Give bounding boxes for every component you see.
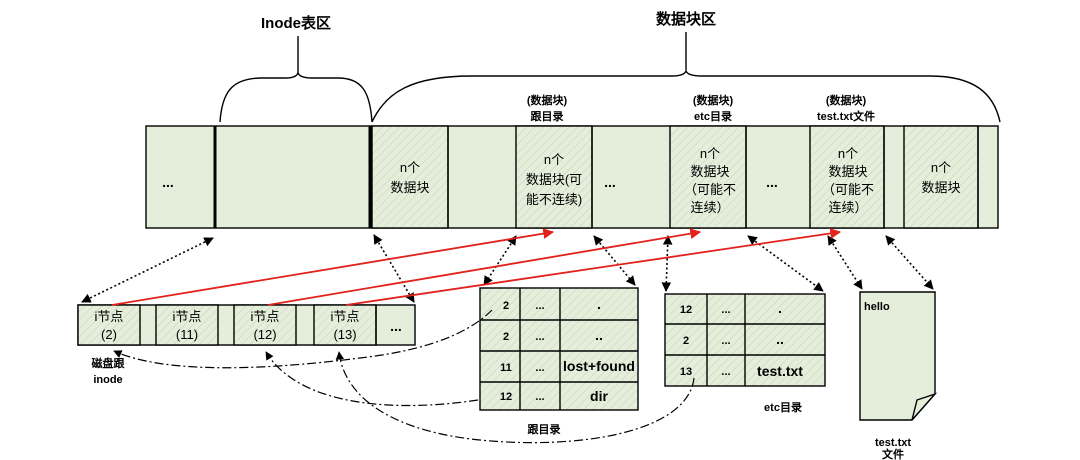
root-block-text: n个 (544, 152, 564, 167)
test-block-caption-1: (数据块) (826, 93, 867, 107)
disk-root-inode-label: inode (93, 374, 122, 386)
root-dir-name: dir (590, 388, 608, 404)
inode-cell-13 (313, 304, 377, 346)
root-dir-dots: ... (535, 362, 544, 374)
data-block-last-text: n个 (931, 160, 951, 175)
file-fold-corner (911, 392, 938, 421)
root-block-text: 能不连续) (526, 192, 582, 207)
test-block-text: n个 (838, 146, 858, 161)
etc-dir-inode: 2 (683, 335, 689, 347)
etc-block-text: 连续） (690, 200, 729, 215)
root-dir-inode: 2 (503, 331, 509, 343)
data-area-brace (371, 69, 1001, 123)
inode-label: i节点 (95, 309, 124, 324)
dir-entry-reference (335, 351, 695, 444)
etc-block-caption-1: (数据块) (693, 93, 734, 107)
dotted-link (593, 235, 636, 286)
inode-pointer-arrow (111, 228, 555, 306)
root-dir-dots: ... (535, 331, 544, 343)
data-block-1 (371, 125, 449, 229)
inode-area-brace (219, 71, 373, 123)
etc-dir-label: etc目录 (764, 401, 802, 414)
etc-dir-name: . (778, 300, 782, 316)
inode-label: i节点 (331, 309, 360, 324)
root-dir-table (479, 287, 639, 411)
root-dir-name: .. (595, 327, 603, 343)
dir-entry-reference (113, 309, 493, 369)
inode-row-more: ... (390, 318, 402, 334)
test-file-label: 文件 (882, 447, 904, 460)
etc-block-text: n个 (700, 146, 720, 161)
strip-more-2: ... (604, 174, 616, 190)
dotted-link (661, 235, 673, 292)
etc-dir-name: .. (776, 331, 784, 347)
etc-dir-dots: ... (721, 335, 730, 347)
etc-dir-name: test.txt (757, 363, 803, 379)
inode-cell-2 (77, 304, 141, 346)
root-dir-inode: 2 (503, 300, 509, 312)
root-dir-inode: 12 (500, 391, 512, 403)
inode-pointer-arrow (345, 228, 842, 306)
etc-block-text: 数据块 (690, 164, 729, 179)
test-block-text: 数据块 (828, 164, 867, 179)
data-block-last (903, 125, 979, 229)
data-block-last-text: 数据块 (921, 180, 960, 195)
inode-cell-12 (233, 304, 297, 346)
inode-cell-11 (155, 304, 219, 346)
dotted-link (373, 234, 415, 303)
etc-dir-dots: ... (721, 366, 730, 378)
dotted-link (885, 235, 934, 290)
etc-data-block (669, 125, 747, 229)
data-block-1-text: n个 (400, 160, 420, 175)
dir-entry-reference (265, 351, 479, 407)
etc-dir-dots: ... (721, 304, 730, 316)
etc-block-caption-2: etc目录 (694, 110, 732, 123)
root-dir-label: 跟目录 (528, 423, 561, 436)
test-file-content: hello (864, 301, 890, 313)
disk-root-inode-label: 磁盘跟 (92, 356, 126, 370)
root-data-block (515, 125, 593, 229)
dotted-link (483, 235, 517, 286)
dotted-link (747, 235, 824, 292)
root-block-text: 数据块(可 (526, 172, 582, 187)
strip-more-1: ... (162, 174, 174, 190)
test-data-block (809, 125, 885, 229)
dotted-link (81, 237, 214, 303)
root-block-caption-1: (数据块) (527, 93, 568, 107)
inode-number: (2) (101, 327, 117, 342)
test-block-caption-2: test.txt文件 (817, 109, 875, 123)
test-file-label: test.txt (875, 437, 911, 449)
strip-more-3: ... (766, 174, 778, 190)
inode-label: i节点 (173, 309, 202, 324)
test-block-text: （可能不 (822, 182, 874, 197)
data-area-title: 数据块区 (656, 10, 716, 28)
data-block-1-text: 数据块 (390, 180, 429, 195)
test-block-text: 连续） (828, 200, 867, 215)
root-dir-inode: 11 (500, 362, 512, 374)
root-dir-dots: ... (535, 300, 544, 312)
inode-label: i节点 (251, 309, 280, 324)
etc-dir-inode: 12 (680, 304, 692, 316)
inode-number: (11) (176, 327, 198, 342)
root-dir-dots: ... (535, 391, 544, 403)
inode-pointer-arrow (267, 228, 702, 306)
root-block-caption-2: 跟目录 (531, 110, 564, 123)
root-dir-name: . (597, 296, 601, 312)
inode-number: (13) (333, 327, 356, 342)
etc-dir-inode: 13 (680, 366, 692, 378)
etc-block-text: （可能不 (684, 182, 736, 197)
inode-number: (12) (253, 327, 276, 342)
root-dir-name: lost+found (563, 358, 635, 374)
dotted-link (827, 235, 863, 290)
inode-area-title: Inode表区 (261, 14, 331, 32)
